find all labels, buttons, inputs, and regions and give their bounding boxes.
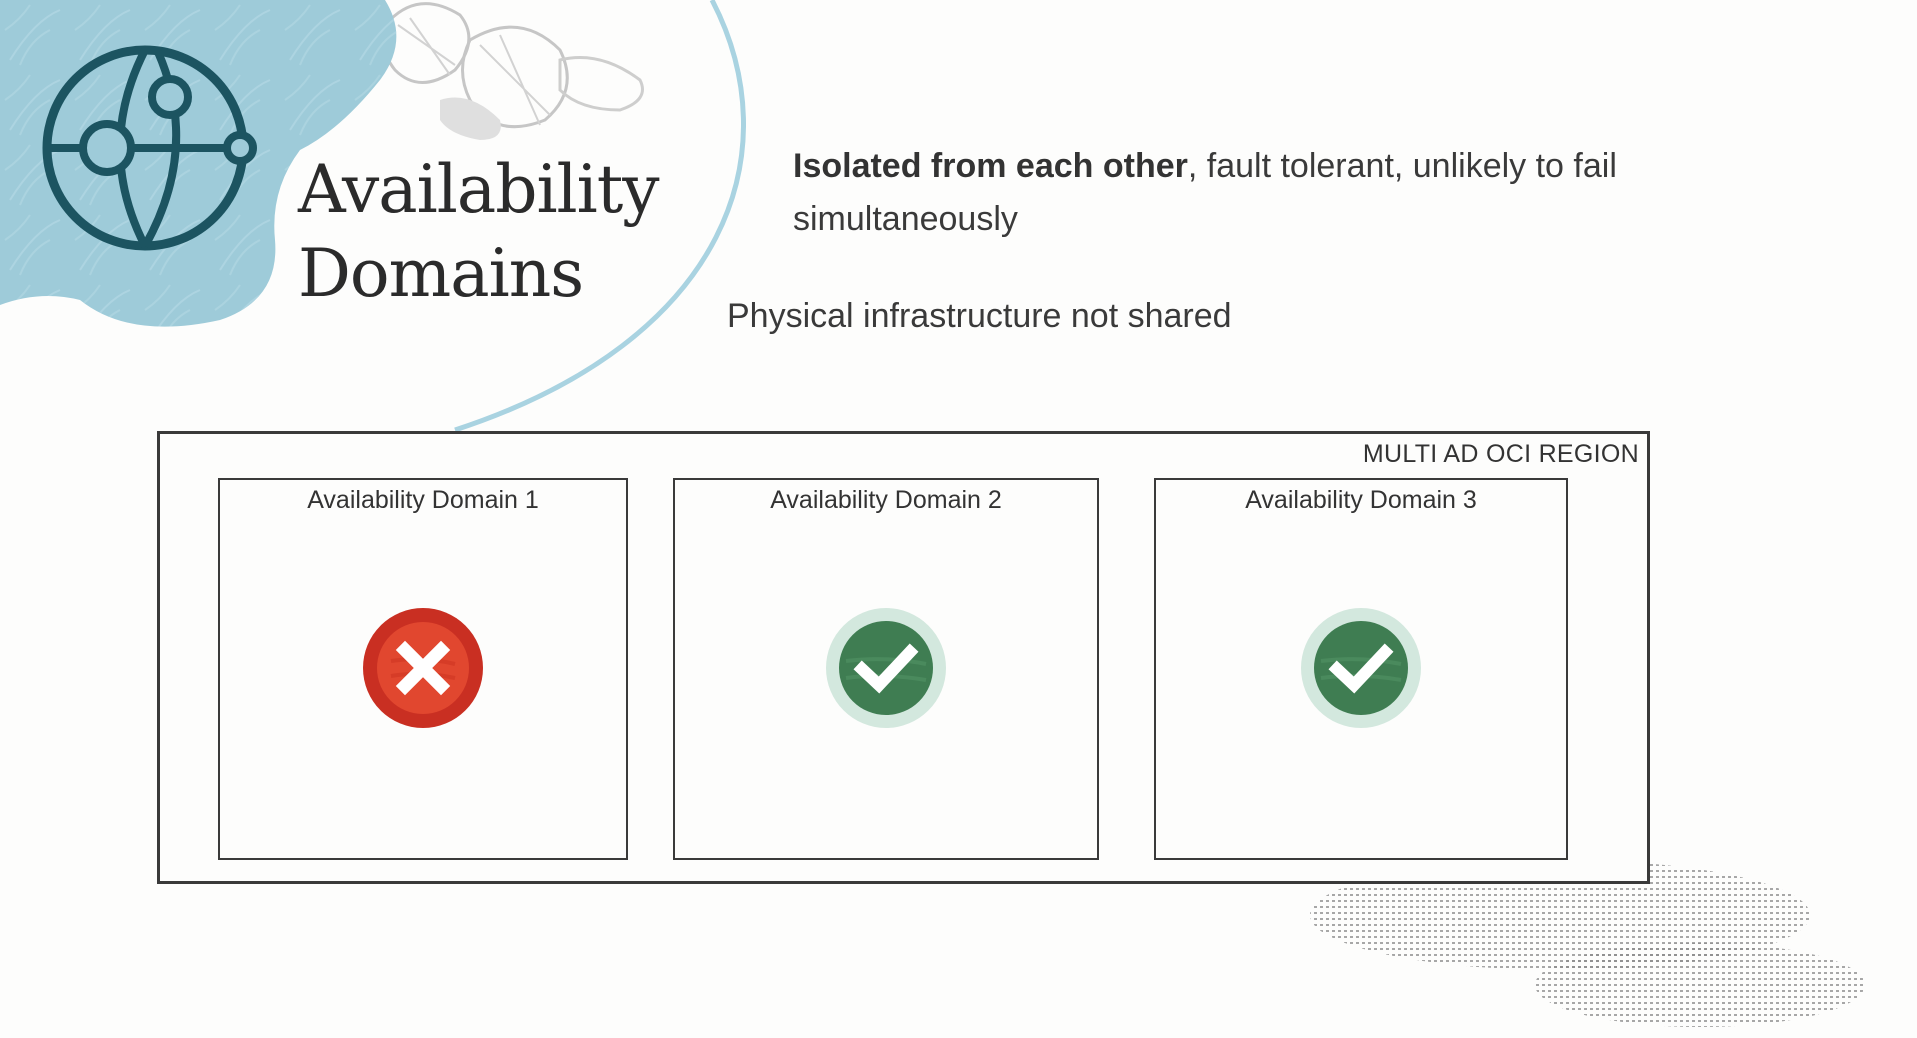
- bullet-infrastructure: Physical infrastructure not shared: [727, 297, 1232, 335]
- bullet-isolated-rest: , fault tolerant, unlikely to fail simul…: [793, 147, 1617, 238]
- title-line-2: Domains: [298, 235, 584, 312]
- availability-domain-2: Availability Domain 2: [673, 478, 1099, 860]
- decorative-arc: [454, 0, 746, 433]
- title-line-1: Availability: [298, 151, 660, 228]
- availability-domain-1: Availability Domain 1: [218, 478, 628, 860]
- bullet-isolated: Isolated from each other, fault tolerant…: [793, 140, 1773, 246]
- x-circle-icon: [361, 606, 485, 730]
- stone-decoration: [1310, 860, 1865, 1027]
- availability-domain-3-label: Availability Domain 3: [1245, 486, 1477, 514]
- globe-network-icon: [42, 45, 257, 251]
- availability-domain-1-label: Availability Domain 1: [307, 486, 539, 514]
- region-label: MULTI AD OCI REGION: [1362, 440, 1639, 468]
- page-title: Availability Domains: [298, 148, 660, 316]
- check-circle-icon: [1299, 606, 1423, 730]
- availability-domain-3: Availability Domain 3: [1154, 478, 1568, 860]
- multi-ad-region-box: MULTI AD OCI REGION Availability Domain …: [157, 431, 1650, 884]
- availability-domain-2-label: Availability Domain 2: [770, 486, 1002, 514]
- bullet-isolated-bold: Isolated from each other: [793, 147, 1188, 185]
- check-circle-icon: [824, 606, 948, 730]
- shell-decoration: [382, 2, 644, 140]
